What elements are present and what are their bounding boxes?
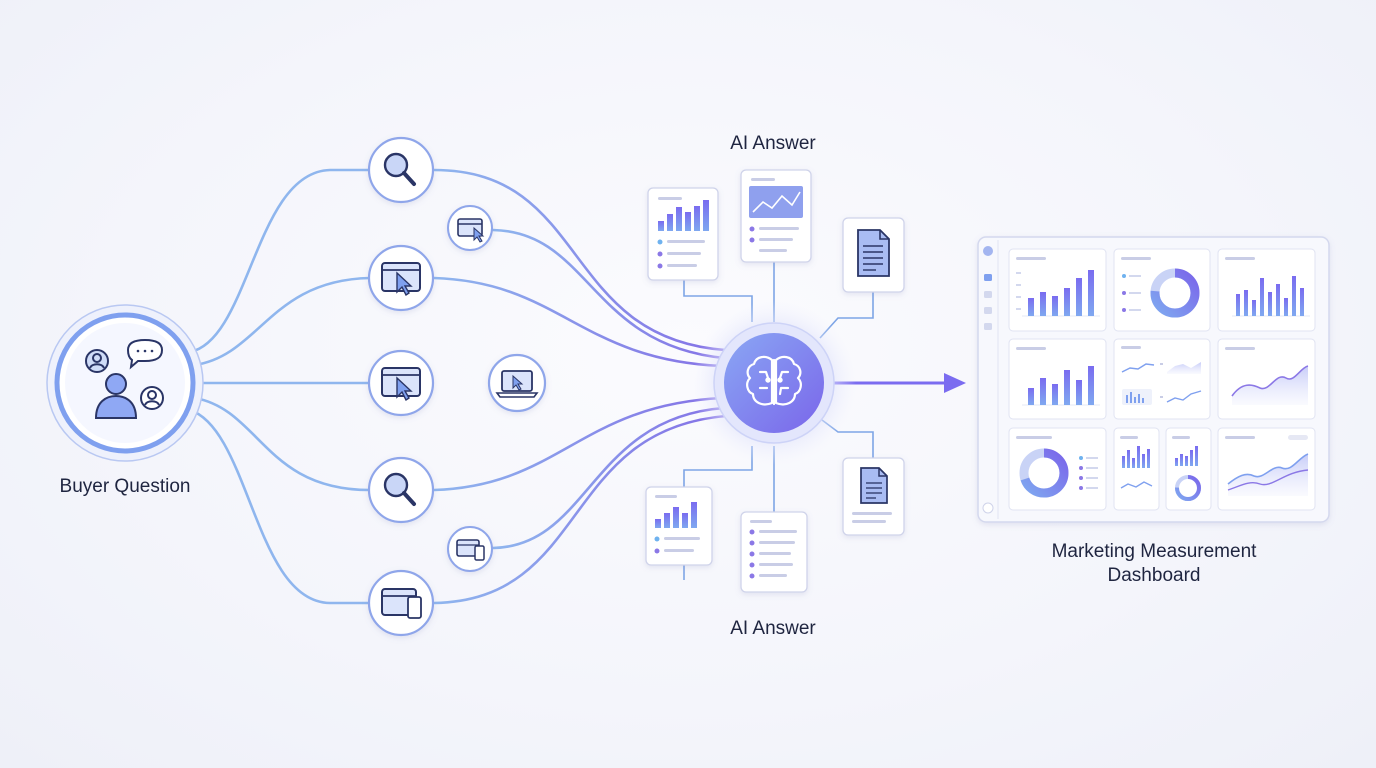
dashboard-label-line1: Marketing Measurement bbox=[1051, 541, 1257, 562]
ai-engine-node bbox=[692, 301, 856, 465]
ai-answer-card-list-bottom bbox=[740, 511, 808, 593]
ai-answer-label-bottom: AI Answer bbox=[730, 618, 816, 639]
ai-answer-card-bar-bottom bbox=[645, 486, 713, 566]
document-icon bbox=[857, 229, 890, 277]
buyer-branch-lines bbox=[188, 168, 372, 605]
dash-card-area-chart-2 bbox=[1217, 427, 1316, 511]
browser-mobile-small-touchpoint bbox=[447, 526, 493, 572]
dash-card-mini-trends bbox=[1113, 338, 1211, 420]
browser-touchpoint-upper bbox=[367, 244, 435, 312]
dash-card-gauge bbox=[1165, 427, 1212, 511]
dash-card-bar-chart-3 bbox=[1008, 338, 1107, 420]
ai-answer-card-doc-bottom bbox=[842, 457, 905, 536]
document-icon bbox=[860, 467, 888, 504]
mini-bar-chart bbox=[658, 200, 709, 231]
browser-touchpoint-middle bbox=[367, 349, 435, 417]
ai-answer-card-line-top bbox=[740, 169, 812, 263]
browser-mobile-touchpoint-bottom bbox=[367, 569, 435, 637]
brain-circuit-icon bbox=[746, 355, 802, 406]
dash-card-bar-chart-2 bbox=[1217, 248, 1316, 332]
people-chat-icon bbox=[85, 338, 164, 419]
browser-small-touchpoint-top bbox=[447, 205, 493, 251]
buyer-question-label: Buyer Question bbox=[59, 476, 191, 497]
browser-mobile-icon bbox=[381, 588, 422, 619]
dash-card-small-bars bbox=[1113, 427, 1160, 511]
magnifier-icon bbox=[383, 152, 416, 186]
browser-cursor-icon bbox=[381, 367, 421, 402]
mini-bar-chart bbox=[655, 502, 697, 528]
laptop-cursor-icon bbox=[495, 370, 539, 398]
dash-card-donut-2 bbox=[1008, 427, 1107, 511]
browser-mobile-icon bbox=[456, 539, 485, 561]
buyer-question-node bbox=[46, 304, 204, 462]
magnifier-icon bbox=[383, 472, 416, 506]
laptop-touchpoint bbox=[487, 353, 547, 413]
dash-card-area-chart-1 bbox=[1217, 338, 1316, 420]
ai-answer-label-top: AI Answer bbox=[730, 133, 816, 154]
dashboard-label-line2: Dashboard bbox=[1107, 565, 1201, 586]
search-touchpoint-top bbox=[367, 136, 435, 204]
ai-answer-card-bar-top bbox=[647, 187, 719, 281]
browser-cursor-icon bbox=[457, 218, 485, 243]
search-touchpoint-lower bbox=[367, 456, 435, 524]
touchpoint-to-ai-lines bbox=[432, 168, 728, 605]
ai-answer-card-doc-top bbox=[842, 217, 905, 293]
dash-card-donut-1 bbox=[1113, 248, 1211, 332]
browser-cursor-icon bbox=[381, 262, 421, 297]
dash-card-bar-chart-1 bbox=[1008, 248, 1107, 332]
dashboard-sidebar bbox=[982, 240, 999, 519]
marketing-dashboard bbox=[977, 236, 1330, 523]
